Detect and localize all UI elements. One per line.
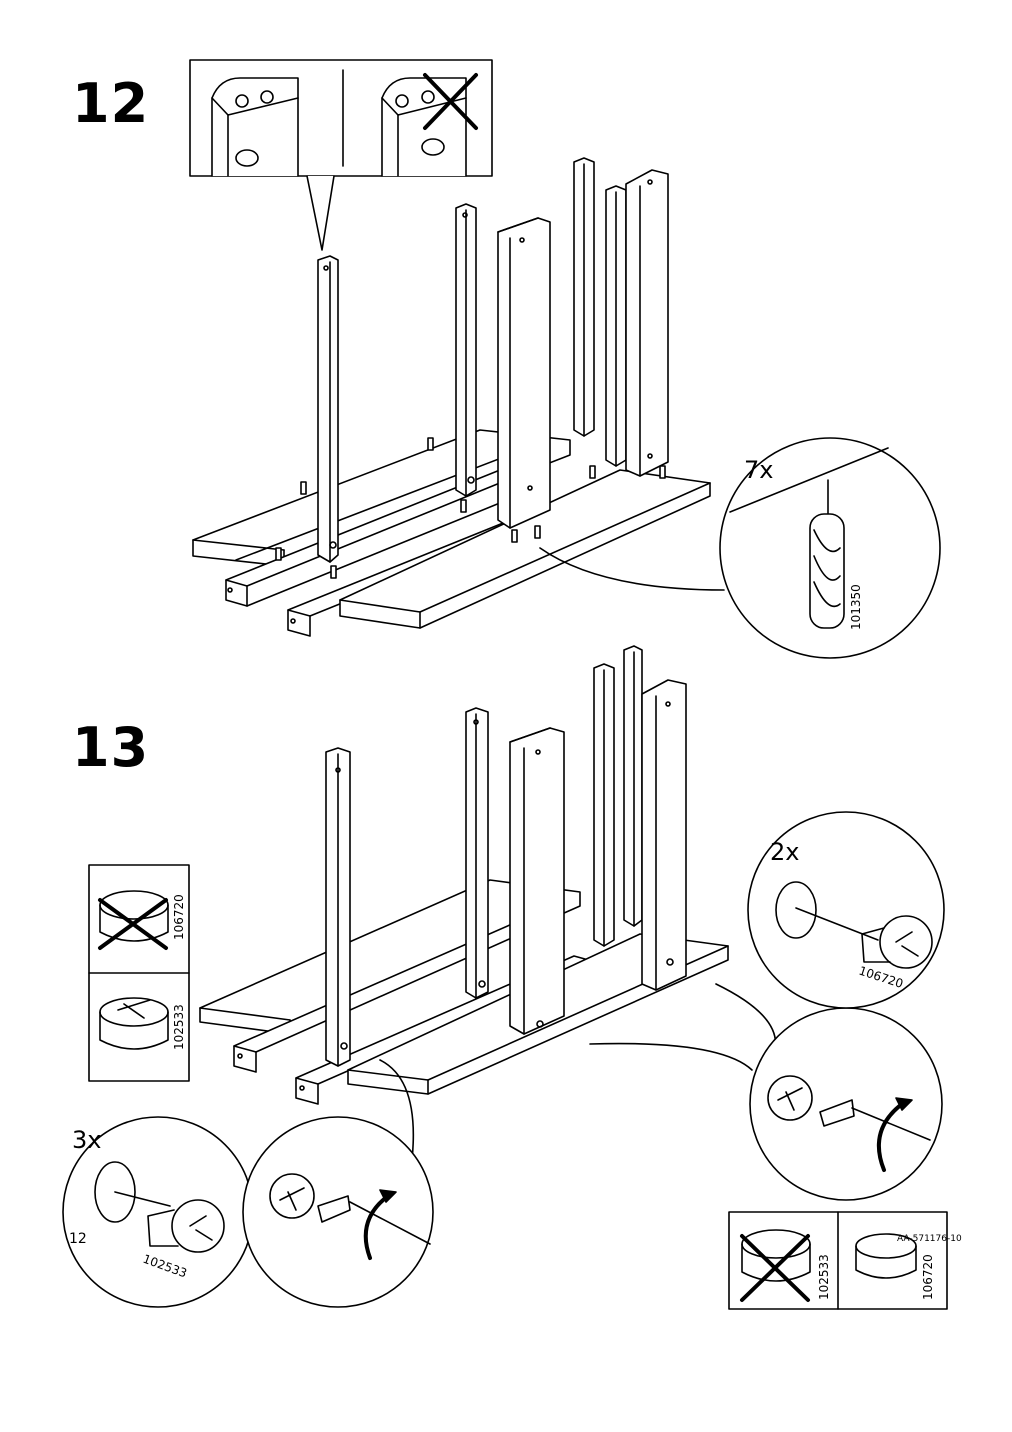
legend-left-right-part: 102533 bbox=[172, 1004, 186, 1050]
step-12-number: 12 bbox=[72, 72, 150, 135]
legend-right-wrong-part: 102533 bbox=[817, 1254, 831, 1300]
page-number: 12 bbox=[69, 1231, 87, 1247]
step13-right-quantity: 2x bbox=[770, 838, 799, 866]
cam-lock-detail-right bbox=[589, 811, 945, 1201]
document-code: AA-571176-10 bbox=[897, 1234, 962, 1244]
cam-legend-left bbox=[88, 864, 190, 1082]
step12-part-number: 101350 bbox=[849, 584, 863, 630]
step12-dowels bbox=[275, 437, 666, 579]
dowel-detail-circle bbox=[539, 437, 941, 659]
legend-left-wrong-part: 106720 bbox=[172, 894, 186, 940]
orientation-detail-box bbox=[189, 59, 493, 251]
step12-quantity: 7x bbox=[744, 456, 773, 484]
step-13-number: 13 bbox=[72, 716, 150, 779]
step12-uprights bbox=[317, 157, 669, 563]
step13-left-quantity: 3x bbox=[72, 1126, 101, 1154]
legend-right-right-part: 106720 bbox=[921, 1254, 935, 1300]
step13-uprights bbox=[325, 645, 687, 1067]
cam-legend-right bbox=[728, 1211, 948, 1310]
cam-lock-detail-left bbox=[62, 1059, 434, 1308]
